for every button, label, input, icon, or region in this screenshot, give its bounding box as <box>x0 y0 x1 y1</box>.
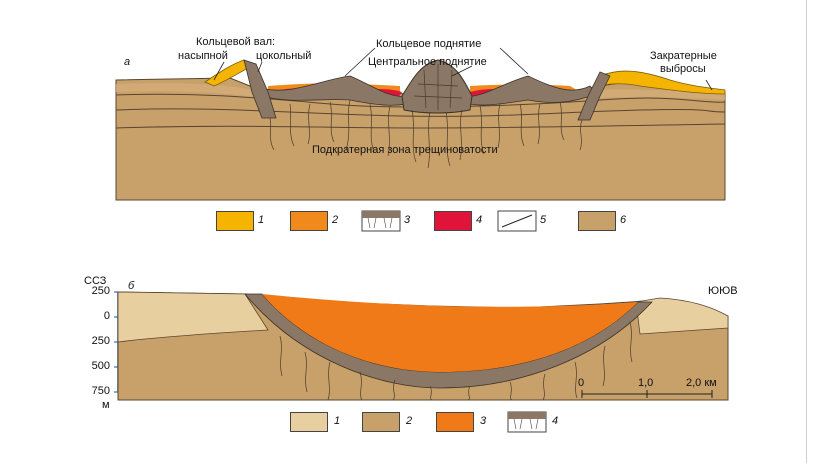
scale-tick-0: 0 <box>578 377 585 389</box>
depth-tick-0: 0 <box>103 310 110 322</box>
legend-a-num-6: 6 <box>620 214 627 226</box>
legend-b-swatch-2 <box>362 412 400 432</box>
fracture-zone-label: Подкратерная зона трещиноватости <box>312 144 498 156</box>
ring-rampart-label: Кольцевой вал: <box>196 36 276 48</box>
bulk-label: насыпной <box>178 50 228 62</box>
panel-b-cross-section <box>114 291 729 401</box>
legend-b-swatch-1 <box>290 412 328 432</box>
central-uplift-label: Центральное поднятие <box>368 56 487 68</box>
scale-tick-2: 2,0 км <box>686 377 717 389</box>
panel-b-letter: б <box>128 280 135 292</box>
legend-a-num-5: 5 <box>540 214 547 226</box>
depth-tick-500: 500 <box>91 360 110 372</box>
ring-uplift-label: Кольцевое поднятие <box>376 38 482 50</box>
legend-b-swatch-3 <box>436 412 474 432</box>
panel-a-cross-section <box>115 47 726 201</box>
depth-unit: м <box>102 399 110 411</box>
basement-label: цокольный <box>256 50 312 62</box>
left-direction-label: ССЗ <box>84 275 107 287</box>
depth-tick-250: 250 <box>91 335 110 347</box>
depth-tick-750: 750 <box>91 385 110 397</box>
scale-tick-1: 1,0 <box>638 377 654 389</box>
legend-a-swatch-6 <box>578 211 616 231</box>
legend-a-pattern-5 <box>497 210 537 232</box>
legend-a-num-2: 2 <box>332 214 339 226</box>
ejecta-label-2: выбросы <box>660 63 706 75</box>
depth-tick-250-up: 250 <box>91 285 110 297</box>
legend-a-num-4: 4 <box>476 214 483 226</box>
right-direction-label: ЮЮВ <box>708 285 738 297</box>
right-divider <box>806 0 807 463</box>
legend-b-num-4: 4 <box>552 415 559 427</box>
ejecta-label-1: Закратерные <box>650 50 717 62</box>
panel-a-letter: а <box>124 56 131 68</box>
legend-a-num-1: 1 <box>258 214 265 226</box>
legend-a-swatch-1 <box>216 211 254 231</box>
legend-a-num-3: 3 <box>404 214 411 226</box>
legend-a-pattern-3 <box>361 210 401 232</box>
legend-b-num-2: 2 <box>406 415 413 427</box>
legend-b-num-1: 1 <box>334 415 341 427</box>
legend-a-swatch-2 <box>290 211 328 231</box>
legend-b-pattern-4 <box>507 411 547 433</box>
legend-a-swatch-4 <box>434 211 472 231</box>
legend-b-num-3: 3 <box>480 415 487 427</box>
